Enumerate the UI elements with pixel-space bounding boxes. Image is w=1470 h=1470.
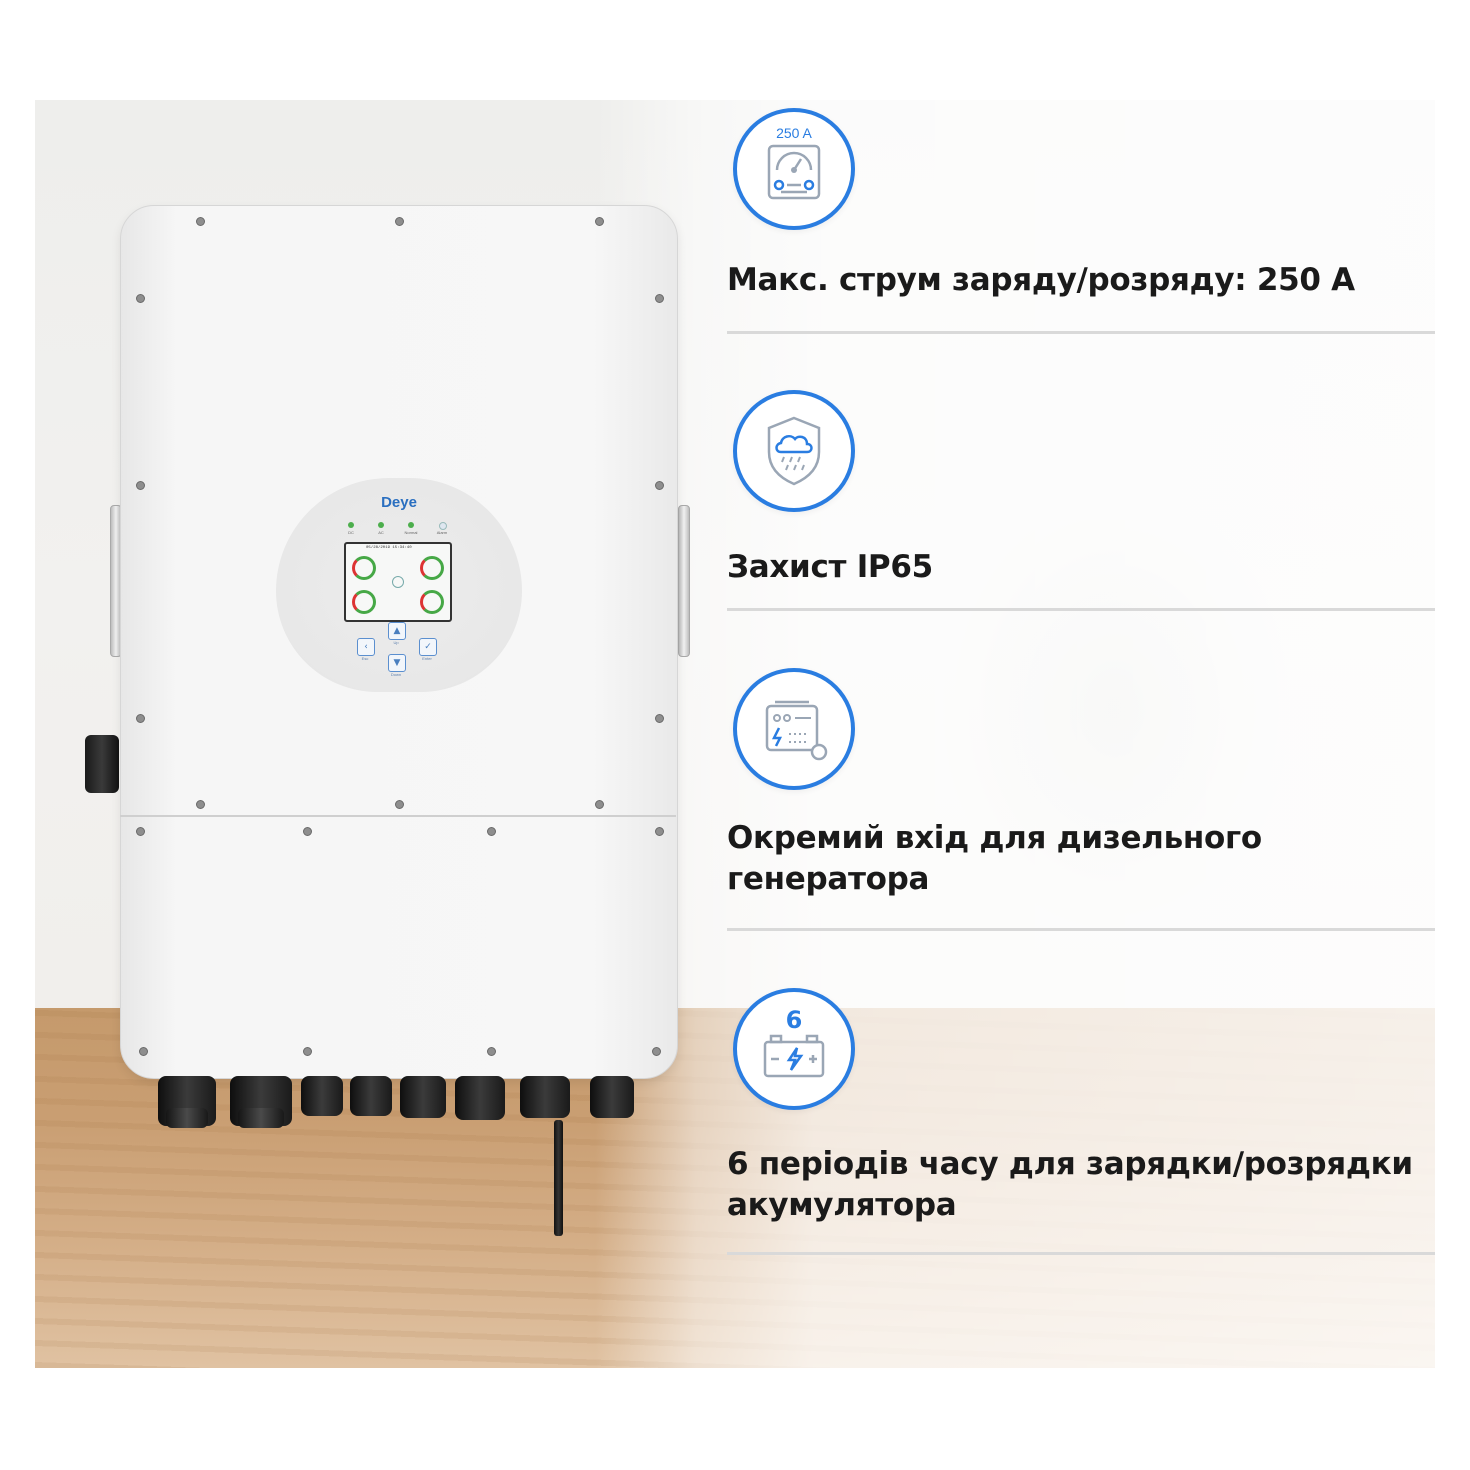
display-date: 05/28/2019 15:34:40	[366, 546, 412, 550]
screw	[655, 481, 664, 490]
power-cable	[554, 1120, 563, 1236]
pv-gauge-icon	[352, 556, 376, 580]
cable-gland	[350, 1076, 392, 1116]
screw	[595, 800, 604, 809]
grid-gauge-icon	[420, 556, 444, 580]
led-alarm	[439, 522, 447, 530]
screw	[487, 827, 496, 836]
screw	[395, 217, 404, 226]
screw	[487, 1047, 496, 1056]
led-dc	[348, 522, 354, 528]
inverter-seam	[120, 815, 676, 817]
key-label: Up	[393, 640, 399, 645]
load-gauge-icon	[420, 590, 444, 614]
screw	[196, 800, 205, 809]
inverter-hub-icon	[392, 576, 404, 588]
led-ac	[378, 522, 384, 528]
dc-switch-knob	[85, 735, 119, 793]
led-label: Normal	[404, 530, 418, 535]
divider	[727, 928, 1435, 931]
brand-logo: Deye	[381, 494, 417, 511]
battery-icon: 6	[733, 988, 855, 1110]
ammeter-icon: 250 A	[733, 108, 855, 230]
cable-gland-cap	[166, 1108, 208, 1128]
feature-ip65: Захист IP65	[727, 390, 1435, 620]
feature-text: Макс. струм заряду/розряду: 250 А	[727, 262, 1355, 298]
feature-time-periods: 6 6 періодів часу для зарядки/розрядки а…	[727, 988, 1435, 1258]
down-key-icon: ▼	[388, 654, 406, 672]
up-key-icon: ▲	[388, 622, 406, 640]
screw	[136, 827, 145, 836]
led-normal	[408, 522, 414, 528]
led-label: DC	[348, 530, 354, 535]
icon-label: 6	[786, 1006, 803, 1034]
cable-gland	[590, 1076, 634, 1118]
screw	[595, 217, 604, 226]
esc-key-icon: ‹	[357, 638, 375, 656]
product-scene	[35, 100, 1435, 1368]
screw	[655, 827, 664, 836]
key-label: Enter	[422, 656, 432, 661]
cable-gland	[400, 1076, 446, 1118]
screw	[136, 481, 145, 490]
key-label: Esc	[361, 656, 369, 661]
feature-generator: Окремий вхід для дизельного генератора	[727, 668, 1435, 938]
status-leds: DC AC Normal Alarm	[342, 522, 454, 542]
feature-text: Окремий вхід для дизельного генератора	[727, 820, 1262, 897]
screw	[652, 1047, 661, 1056]
shield-rain-icon	[733, 390, 855, 512]
enter-key-icon: ✓	[419, 638, 437, 656]
feature-text: 6 періодів часу для зарядки/розрядки аку…	[727, 1146, 1413, 1223]
screw	[303, 1047, 312, 1056]
screw	[395, 800, 404, 809]
led-label: AC	[378, 530, 384, 535]
led-label: Alarm	[436, 530, 448, 535]
key-label: Down	[390, 672, 402, 677]
screw	[196, 217, 205, 226]
screw	[655, 714, 664, 723]
generator-icon	[733, 668, 855, 790]
screw	[136, 714, 145, 723]
screw	[136, 294, 145, 303]
screw	[655, 294, 664, 303]
cable-gland-cap	[238, 1108, 284, 1128]
screw	[139, 1047, 148, 1056]
divider	[727, 331, 1435, 334]
cable-gland	[301, 1076, 343, 1116]
icon-label: 250 A	[776, 125, 812, 141]
feature-text: Захист IP65	[727, 549, 933, 585]
hybrid-inverter: Deye DC AC Normal Alarm 05/28/2019 15:34…	[0, 0, 740, 1240]
feature-charge-current: 250 A Макс. струм заряду/розряду: 250 А	[727, 108, 1435, 338]
cable-gland	[520, 1076, 570, 1118]
lcd-display: 05/28/2019 15:34:40	[344, 542, 452, 622]
battery-gauge-icon	[352, 590, 376, 614]
right-handle	[678, 505, 690, 657]
screw	[303, 827, 312, 836]
divider	[727, 1252, 1435, 1255]
divider	[727, 608, 1435, 611]
cable-gland	[455, 1076, 505, 1120]
